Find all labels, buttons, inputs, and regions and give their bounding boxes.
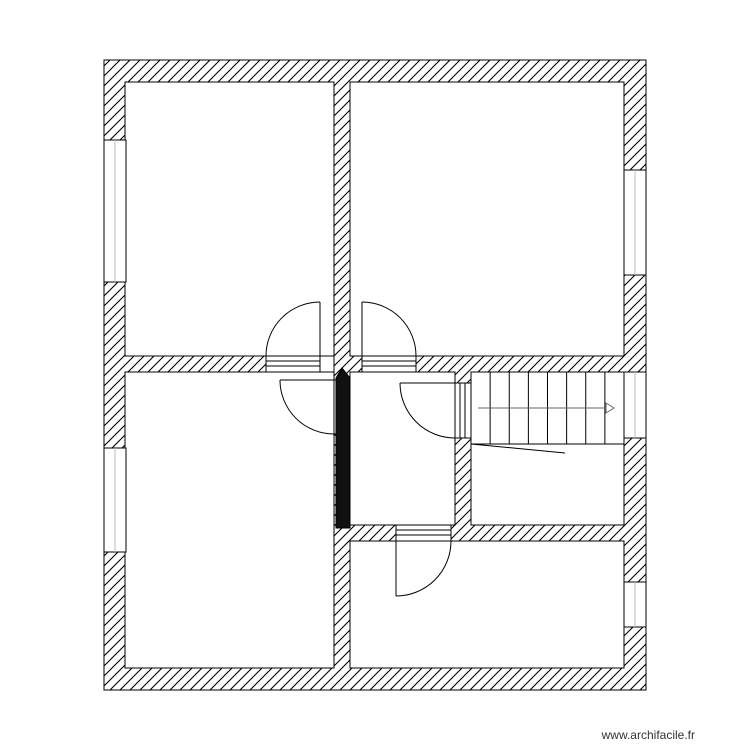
door-bottom-right [395, 529, 452, 597]
door-top-left [265, 301, 321, 373]
credit-text: www.archifacile.fr [601, 728, 695, 742]
door-hall-landing [399, 382, 466, 439]
opening-hall-landing [454, 382, 472, 439]
partition-black [335, 367, 351, 529]
door-top-right [361, 301, 417, 373]
stair-arrow-head [605, 402, 615, 414]
window-glazing [114, 140, 636, 627]
doors [265, 301, 466, 597]
opening-bottom-right [395, 524, 452, 542]
staircase [470, 371, 625, 454]
